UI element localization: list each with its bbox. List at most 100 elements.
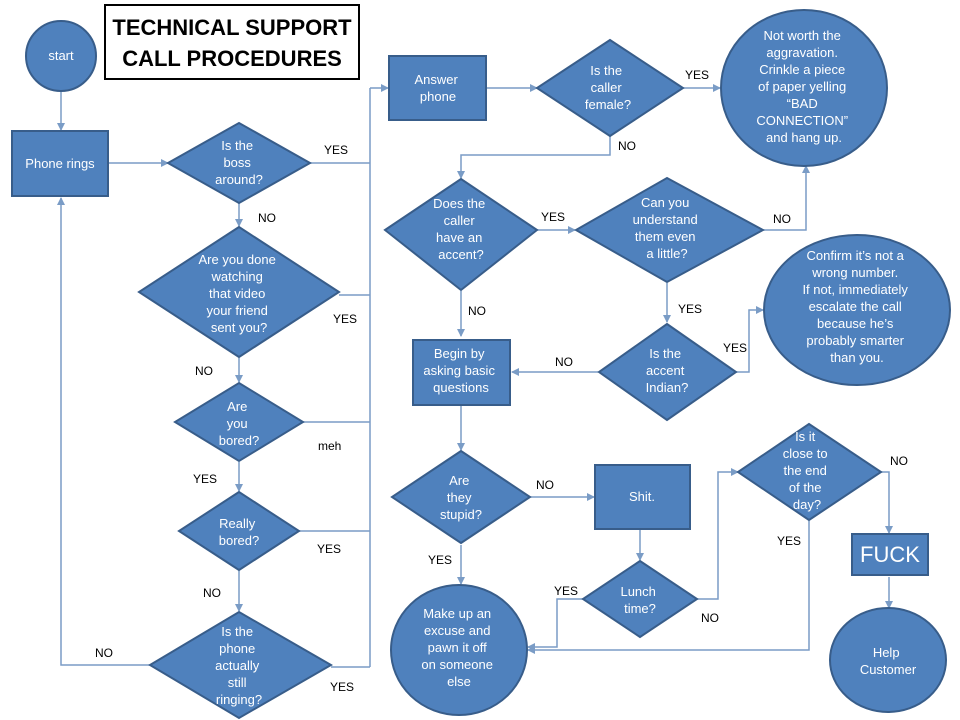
node-confirm-line: probably smarter [806, 333, 904, 348]
decision-caller-female: Is the caller female? [535, 38, 685, 138]
label-accent-no: NO [468, 304, 486, 318]
decision-end-of-day-line: Is it [795, 429, 816, 444]
node-fuck: FUCK [851, 533, 929, 576]
node-excuse-line: excuse and [424, 623, 491, 638]
node-help-customer-label: Help Customer [860, 645, 917, 677]
node-excuse-label: Make up an excuse and pawn it off on som… [421, 606, 496, 689]
label-female-no: NO [618, 139, 636, 153]
label-video-yes: YES [333, 312, 357, 326]
node-not-worth: Not worth the aggravation. Crinkle a pie… [720, 9, 888, 167]
nodes: start Phone rings Is the boss around? Ar… [11, 9, 951, 720]
decision-end-of-day-line: of the [789, 480, 822, 495]
edge-endday-excuse [527, 521, 810, 654]
edge-lunch-endday [697, 468, 739, 600]
decision-lunch-time-label: Lunch time? [620, 584, 659, 616]
label-ringing-no: NO [95, 646, 113, 660]
decision-they-stupid-line: Are [449, 473, 469, 488]
edge-understand-notworth [763, 165, 810, 231]
label-understand-yes: YES [678, 302, 702, 316]
decision-caller-accent-line: caller [444, 213, 476, 228]
decision-really-bored-line: bored? [219, 533, 259, 548]
decision-accent-indian-line: Indian? [646, 380, 689, 395]
node-not-worth-line: aggravation. [766, 45, 838, 60]
label-stupid-no: NO [536, 478, 554, 492]
node-confirm-line: If not, immediately [802, 282, 908, 297]
node-excuse-line: pawn it off [428, 640, 487, 655]
decision-caller-female-line: female? [585, 97, 631, 112]
decision-understand-line: understand [633, 212, 698, 227]
node-phone-rings-label: Phone rings [25, 156, 95, 171]
label-boss-yes: YES [324, 143, 348, 157]
decision-they-stupid-line: stupid? [440, 507, 482, 522]
decision-watching-video-line: that video [209, 286, 265, 301]
node-fuck-label: FUCK [860, 542, 920, 567]
decision-lunch-time: Lunch time? [581, 559, 699, 639]
node-confirm: Confirm it’s not a wrong number. If not,… [763, 234, 951, 386]
decision-accent-indian-line: accent [646, 363, 685, 378]
decision-you-bored: Are you bored? [173, 381, 305, 463]
node-answer-phone-line: Answer [415, 72, 459, 87]
edges [57, 84, 893, 668]
node-not-worth-line: CONNECTION” [756, 113, 848, 128]
node-shit: Shit. [594, 464, 691, 530]
label-lunch-no: NO [701, 611, 719, 625]
label-lunch-yes: YES [554, 584, 578, 598]
title-block: TECHNICAL SUPPORT CALL PROCEDURES [104, 4, 360, 80]
edge-ringing-phone [57, 197, 150, 666]
label-endday-yes: YES [777, 534, 801, 548]
decision-caller-accent-label: Does the caller have an accent? [433, 196, 489, 262]
node-start-line: start [48, 48, 74, 63]
node-answer-phone-line: phone [420, 89, 456, 104]
label-video-no: NO [195, 364, 213, 378]
decision-you-bored-label: Are you bored? [219, 399, 259, 448]
edge-indian-confirm [736, 306, 764, 373]
edge-labels: YES NO YES NO meh YES YES NO YES NO YES … [95, 68, 908, 694]
node-help-customer: Help Customer [829, 607, 947, 713]
edge-lunch-excuse [527, 598, 583, 651]
decision-understand-line: a little? [646, 246, 687, 261]
decision-understand: Can you understand them even a little? [573, 176, 766, 284]
decision-accent-indian-line: Is the [649, 346, 681, 361]
decision-watching-video: Are you done watching that video your fr… [137, 225, 341, 359]
node-excuse: Make up an excuse and pawn it off on som… [390, 584, 528, 716]
node-basic-questions: Begin by asking basic questions [412, 339, 511, 406]
decision-phone-ringing-line: phone [219, 641, 255, 656]
node-help-customer-line: Help [873, 645, 900, 660]
decision-you-bored-line: Are [227, 399, 247, 414]
label-stupid-yes: YES [428, 553, 452, 567]
decision-watching-video-label: Are you done watching that video your fr… [199, 252, 280, 335]
node-basic-questions-label: Begin by asking basic questions [423, 346, 498, 395]
decision-really-bored-label: Really bored? [219, 516, 259, 548]
decision-understand-line: Can you [641, 195, 689, 210]
decision-they-stupid-line: they [447, 490, 472, 505]
label-ringing-yes: YES [330, 680, 354, 694]
title-line-2: CALL PROCEDURES [122, 46, 342, 71]
edge-female-accent [457, 128, 611, 179]
decision-lunch-time-line: Lunch [620, 584, 655, 599]
decision-they-stupid-label: Are they stupid? [440, 473, 482, 522]
decision-accent-indian-label: Is the accent Indian? [646, 346, 689, 395]
label-bored-yes: YES [193, 472, 217, 486]
node-not-worth-line: Crinkle a piece [759, 62, 845, 77]
decision-you-bored-line: you [227, 416, 248, 431]
label-really-yes: YES [317, 542, 341, 556]
decision-phone-ringing-line: actually [215, 658, 260, 673]
decision-watching-video-line: Are you done [199, 252, 276, 267]
decision-watching-video-line: sent you? [211, 320, 267, 335]
decision-caller-female-line: Is the [590, 63, 622, 78]
decision-caller-accent: Does the caller have an accent? [383, 177, 539, 292]
node-not-worth-label: Not worth the aggravation. Crinkle a pie… [756, 28, 851, 145]
node-start: start [25, 20, 97, 92]
node-start-label: start [48, 48, 74, 63]
node-confirm-label: Confirm it’s not a wrong number. If not,… [802, 248, 911, 365]
decision-really-bored: Really bored? [177, 490, 301, 572]
decision-end-of-day: Is it close to the end of the day? [736, 422, 883, 522]
node-excuse-line: Make up an [423, 606, 491, 621]
node-excuse-line: else [447, 674, 471, 689]
node-answer-phone: Answer phone [388, 55, 487, 121]
decision-boss-around-line: Is the [221, 138, 253, 153]
node-help-customer-line: Customer [860, 662, 917, 677]
decision-caller-accent-line: have an [436, 230, 482, 245]
decision-phone-ringing-label: Is the phone actually still ringing? [215, 624, 263, 707]
